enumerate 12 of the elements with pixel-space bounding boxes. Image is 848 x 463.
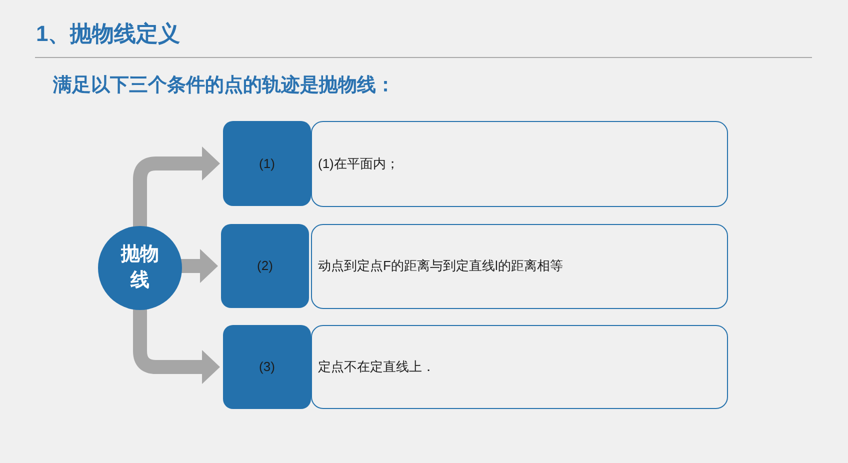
number-box: (2) (221, 224, 309, 308)
title: 1、抛物线定义 (36, 20, 180, 48)
circle-node: 抛物线 (98, 226, 182, 310)
subtitle: 满足以下三个条件的点的轨迹是抛物线： (53, 74, 395, 98)
arrow (133, 146, 220, 228)
text-box: 动点到定点F的距离与到定直线l的距离相等 (311, 224, 728, 309)
text-box: (1)在平面内； (311, 121, 728, 207)
arrow (180, 249, 218, 283)
number-box: (3) (223, 325, 311, 409)
number-box: (1) (223, 121, 311, 206)
arrow (133, 308, 220, 384)
text-box: 定点不在定直线上． (311, 325, 728, 409)
